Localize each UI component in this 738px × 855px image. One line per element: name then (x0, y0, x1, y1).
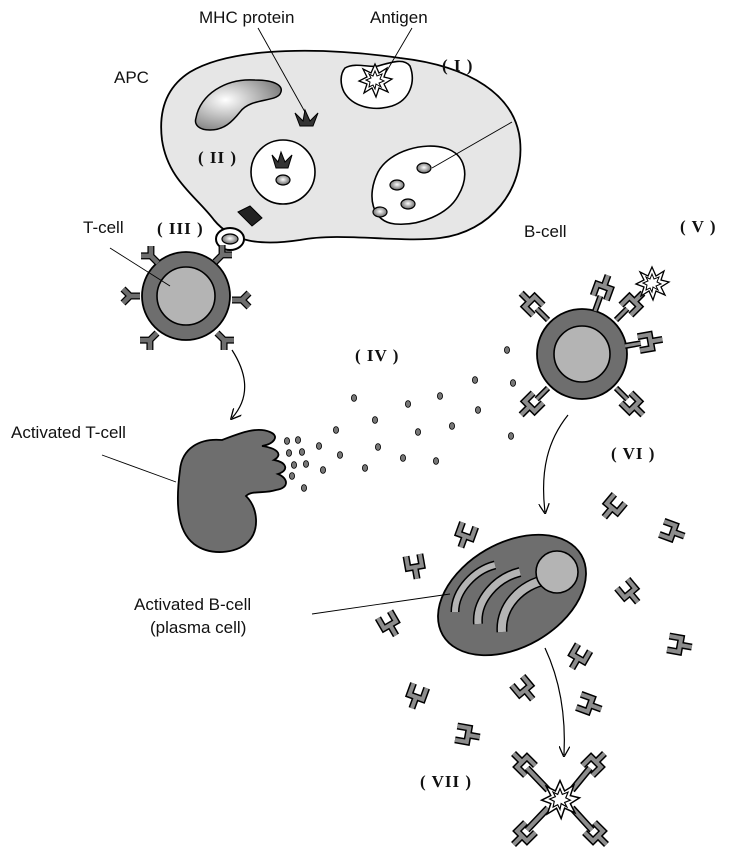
antigen-icon (359, 64, 392, 97)
stage-ii: ( II ) (198, 148, 237, 167)
vesicle-ii (251, 140, 315, 204)
label-antigen: Antigen (370, 8, 428, 27)
stage-vi: ( VI ) (611, 444, 655, 463)
antigen-icon (542, 781, 580, 819)
bound-antigen-icon (636, 267, 669, 300)
label-t-cell: T-cell (83, 218, 124, 237)
label-mhc-protein: MHC protein (199, 8, 294, 27)
activated-t-cell (178, 430, 286, 552)
stage-i: ( I ) (442, 56, 473, 75)
label-apc: APC (114, 68, 149, 87)
antigen-antibody-complex (509, 749, 612, 850)
stage-iv: ( IV ) (355, 346, 399, 365)
label-b-cell: B-cell (524, 222, 567, 241)
label-activated-b-cell: Activated B-cell (134, 595, 251, 614)
stage-vii: ( VII ) (420, 772, 472, 791)
stage-iii: ( III ) (157, 219, 204, 238)
stage-v: ( V ) (680, 217, 717, 236)
label-plasma-cell: (plasma cell) (150, 618, 246, 637)
t-cell (123, 245, 249, 350)
label-activated-t-cell: Activated T-cell (11, 423, 126, 442)
cytokines (284, 347, 515, 492)
b-cell (516, 267, 669, 420)
